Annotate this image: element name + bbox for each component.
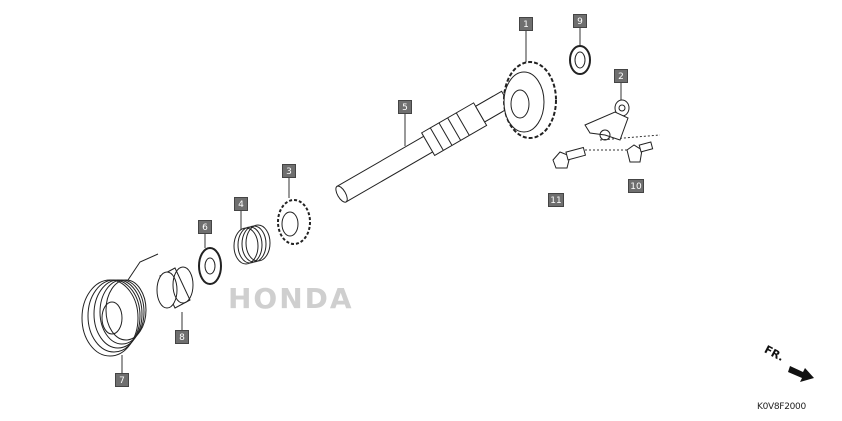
callout-1: 1	[519, 17, 533, 31]
washer-9-part	[569, 45, 591, 75]
honda-watermark: HONDA	[228, 282, 354, 315]
callout-4: 4	[234, 197, 248, 211]
callout-7: 7	[115, 373, 129, 387]
callout-9: 9	[573, 14, 587, 28]
ratchet-spring-part	[233, 224, 271, 265]
callout-11: 11	[548, 193, 564, 207]
bolt-10-part	[626, 141, 654, 163]
return-spring-part	[81, 253, 159, 357]
washer-6-part	[198, 247, 222, 285]
front-arrow-icon	[788, 366, 814, 382]
callout-5: 5	[398, 100, 412, 114]
shaft-part	[335, 90, 512, 203]
ratchet-part	[277, 199, 311, 245]
bracket-part	[584, 99, 630, 141]
callout-8: 8	[175, 330, 189, 344]
callout-2: 2	[614, 69, 628, 83]
leader-lines	[121, 28, 661, 373]
callout-10: 10	[628, 179, 644, 193]
callout-3: 3	[282, 164, 296, 178]
collar-part	[156, 266, 194, 309]
bolt-11-part	[552, 146, 587, 169]
callout-6: 6	[198, 220, 212, 234]
diagram-code: K0V8F2000	[757, 402, 806, 412]
gear-part	[503, 61, 557, 139]
